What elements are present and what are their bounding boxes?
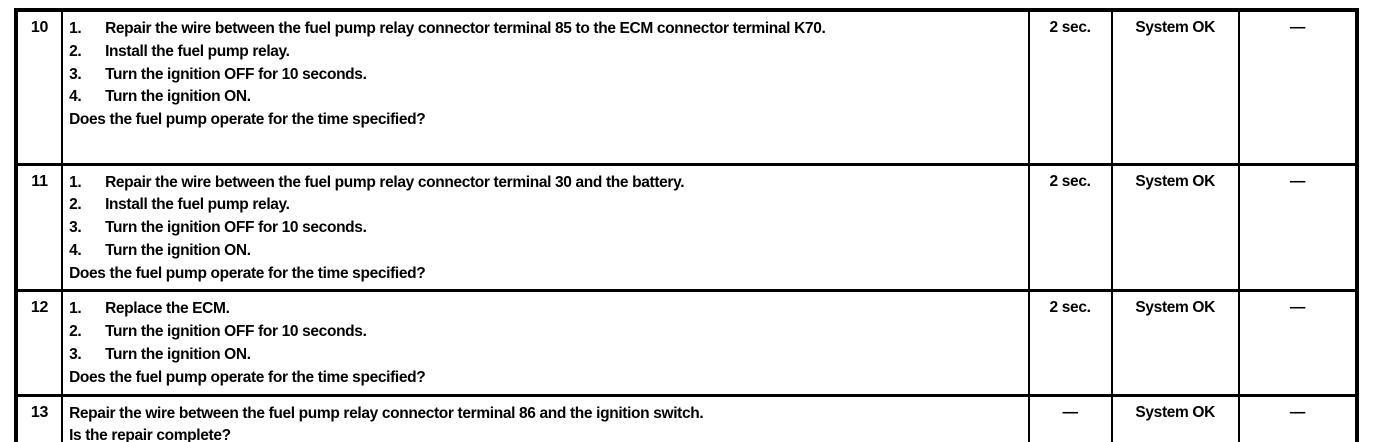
step-number-cell: 11 — [14, 162, 64, 293]
list-item: 3. Turn the ignition ON. — [69, 344, 1023, 367]
list-item-number: 1. — [69, 173, 82, 191]
list-item-text: Turn the ignition OFF for 10 seconds. — [105, 323, 367, 341]
action-step-list: 1. Repair the wire between the fuel pump … — [69, 172, 1023, 263]
list-item-number: 2. — [69, 42, 82, 60]
list-item-text: Repair the wire between the fuel pump re… — [105, 173, 685, 191]
value-cell: 2 sec. — [1027, 289, 1113, 397]
list-item-text: Turn the ignition OFF for 10 seconds. — [105, 219, 367, 237]
table-row: 13 Repair the wire between the fuel pump… — [14, 393, 1359, 442]
action-cell: 1. Repair the wire between the fuel pump … — [61, 10, 1030, 166]
list-item-text: Turn the ignition ON. — [105, 345, 251, 363]
list-item: 1. Repair the wire between the fuel pump … — [69, 18, 1023, 41]
list-item: 1. Repair the wire between the fuel pump … — [69, 172, 1023, 195]
table-row: 10 1. Repair the wire between the fuel pu… — [14, 10, 1359, 166]
list-item-number: 2. — [69, 196, 82, 214]
list-item: 3. Turn the ignition OFF for 10 seconds. — [69, 217, 1023, 240]
list-item-text: Turn the ignition OFF for 10 seconds. — [105, 65, 367, 83]
list-item-text: Turn the ignition ON. — [105, 241, 251, 259]
yes-result-cell: System OK — [1110, 10, 1240, 166]
action-step-list: 1. Repair the wire between the fuel pump … — [69, 18, 1023, 109]
list-item: 2. Install the fuel pump relay. — [69, 194, 1023, 217]
list-item-text: Install the fuel pump relay. — [105, 42, 290, 60]
list-item-text: Turn the ignition ON. — [105, 88, 251, 106]
list-item: 2. Install the fuel pump relay. — [69, 41, 1023, 64]
action-cell: 1. Replace the ECM. 2. Turn the ignition O… — [61, 289, 1030, 397]
list-item-text: Repair the wire between the fuel pump re… — [105, 20, 826, 37]
no-result-cell: — — [1237, 10, 1359, 166]
list-item-number: 2. — [69, 323, 82, 341]
value-cell: — — [1027, 393, 1113, 442]
action-question: Does the fuel pump operate for the time … — [69, 368, 426, 386]
list-item-text: Replace the ECM. — [105, 300, 230, 318]
step-number-cell: 12 — [14, 289, 64, 397]
value-cell: 2 sec. — [1027, 10, 1113, 166]
diagnostic-procedure-table: 10 1. Repair the wire between the fuel pu… — [14, 8, 1359, 442]
step-number-cell: 10 — [14, 10, 64, 166]
list-item-number: 1. — [69, 20, 82, 37]
yes-result-cell: System OK — [1110, 162, 1240, 293]
list-item-number: 4. — [69, 88, 82, 106]
step-number-cell: 13 — [14, 393, 64, 442]
table-row: 11 1. Repair the wire between the fuel pu… — [14, 162, 1359, 293]
list-item: 2. Turn the ignition OFF for 10 seconds. — [69, 321, 1023, 344]
list-item-number: 3. — [69, 219, 82, 237]
list-item-number: 3. — [69, 345, 82, 363]
action-text: Repair the wire between the fuel pump re… — [69, 404, 704, 422]
list-item-number: 4. — [69, 241, 82, 259]
list-item-text: Install the fuel pump relay. — [105, 196, 290, 214]
action-cell: Repair the wire between the fuel pump re… — [61, 393, 1030, 442]
list-item-number: 3. — [69, 65, 82, 83]
action-question: Does the fuel pump operate for the time … — [69, 111, 426, 129]
value-cell: 2 sec. — [1027, 162, 1113, 293]
list-item: 3. Turn the ignition OFF for 10 seconds. — [69, 64, 1023, 87]
list-item: 4. Turn the ignition ON. — [69, 240, 1023, 263]
list-item: 4. Turn the ignition ON. — [69, 86, 1023, 109]
no-result-cell: — — [1237, 289, 1359, 397]
table-row: 12 1. Replace the ECM. 2. Turn the ignitio… — [14, 289, 1359, 397]
list-item: 1. Replace the ECM. — [69, 298, 1023, 321]
action-question: Is the repair complete? — [69, 427, 231, 442]
yes-result-cell: System OK — [1110, 289, 1240, 397]
action-question: Does the fuel pump operate for the time … — [69, 264, 426, 282]
action-cell: 1. Repair the wire between the fuel pump … — [61, 162, 1030, 293]
yes-result-cell: System OK — [1110, 393, 1240, 442]
no-result-cell: — — [1237, 162, 1359, 293]
action-step-list: 1. Replace the ECM. 2. Turn the ignition O… — [69, 298, 1023, 366]
no-result-cell: — — [1237, 393, 1359, 442]
list-item-number: 1. — [69, 300, 82, 318]
